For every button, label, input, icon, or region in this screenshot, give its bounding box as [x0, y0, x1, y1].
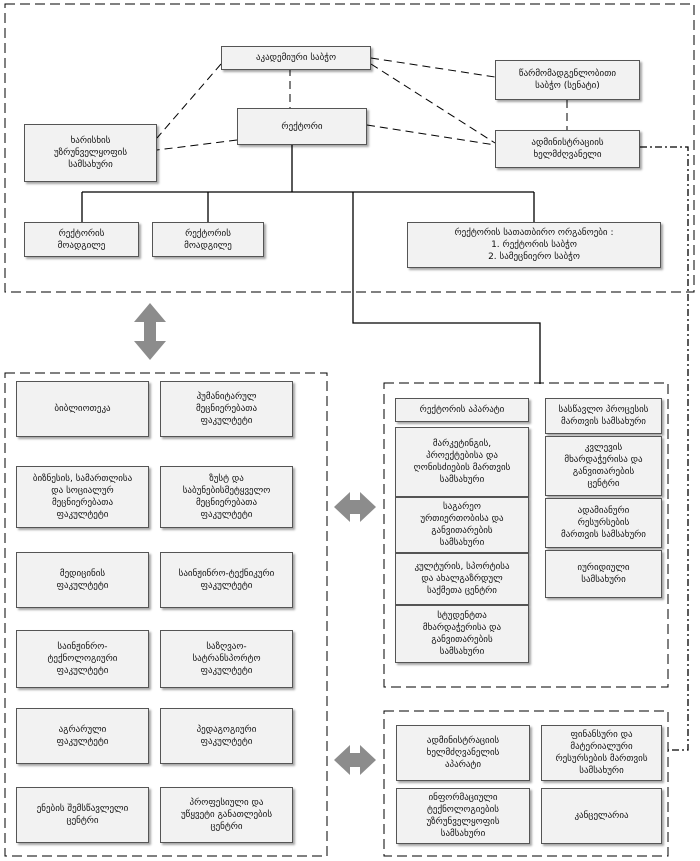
advisory-bodies-box: რექტორის სათათბირო ორგანოები : 1. რექტორ…: [407, 222, 661, 268]
admin-head-link: [640, 146, 689, 751]
rector-apparatus-item: იურიდიული სამსახური: [545, 550, 662, 598]
administrative-head-box: ადმინისტრაციის ხელმძღვანელი: [495, 130, 640, 168]
dashed-relations: [156, 57, 568, 151]
quality-assurance-box: ხარისხის უზრუნველყოფის სამსახური: [24, 124, 157, 182]
admin-apparatus-item: ინფორმაციული ტექნოლოგიების უზრუნველყოფის…: [396, 788, 530, 844]
faculty-box: ბიბლიოთეკა: [16, 381, 149, 437]
faculty-box: აგრარული ფაკულტეტი: [16, 708, 149, 764]
faculty-box: საინჟინრო- ტექნოლოგიური ფაკულტეტი: [16, 630, 149, 688]
faculty-box: ენების შემსწავლელი ცენტრი: [16, 787, 149, 843]
rector-apparatus-item: მარკეტინგის, პროექტებისა და ღონისძიების …: [395, 427, 529, 497]
admin-apparatus-item: ადმინისტრაციის ხელმძღვანელის აპარატი: [396, 725, 530, 781]
faculty-box: ზუსტ და საბუნებისმეტყველო მეცნიერებათა ფ…: [160, 466, 293, 528]
faculty-box: საზღვაო- სატრანსპორტო ფაკულტეტი: [160, 630, 293, 688]
rector-apparatus-item: სტუდენტთა მხარდაჭერისა და განვითარების ს…: [395, 605, 529, 663]
rector-box: რექტორი: [237, 108, 367, 145]
faculty-box: მედიცინის ფაკულტეტი: [16, 552, 149, 608]
faculty-box: პედაგოგიური ფაკულტეტი: [160, 708, 293, 764]
double-arrows: [134, 303, 376, 775]
top-group-frame: [4, 3, 695, 293]
admin-apparatus-item: კანცელარია: [541, 788, 662, 844]
rector-apparatus-item: საგარეო ურთიერთობისა და განვითარების სამ…: [395, 497, 529, 553]
academic-council-box: აკადემიური საბჭო: [221, 46, 371, 70]
solid-hierarchy: [81, 145, 541, 384]
admin-apparatus-item: ფინანსური და მატერიალური რესურსების მართ…: [541, 725, 662, 781]
admin-apparatus-frame: [383, 710, 669, 857]
horizontal-double-arrow-lower: [334, 745, 376, 775]
rector-apparatus-item: კვლევის მხარდაჭერისა და განვითარების ცენ…: [545, 436, 662, 496]
faculty-box: ბიზნესის, სამართლისა და სოციალურ მეცნიერ…: [16, 466, 149, 528]
rector-apparatus-item: ადამიანური რესურსების მართვის სამსახური: [545, 498, 662, 548]
rector-apparatus-item: კულტურის, სპორტისა და ახალგაზრდულ საქმეთ…: [395, 553, 529, 605]
vice-rector-box-1: რექტორის მოადგილე: [24, 222, 139, 257]
rector-apparatus-item: სასწავლო პროცესის მართვის სამსახური: [545, 398, 662, 434]
faculty-box: პროფესიული და უწყვეტი განათლების ცენტრი: [160, 787, 293, 843]
rector-apparatus-title-box: რექტორის აპარატი: [395, 398, 529, 422]
vice-rector-box-2: რექტორის მოადგილე: [152, 222, 264, 257]
faculty-box: საინჟინრო-ტექნიკური ფაკულტეტი: [160, 552, 293, 608]
representative-council-box: წარმომადგენლობითი საბჭო (სენატი): [495, 60, 640, 100]
horizontal-double-arrow-upper: [334, 492, 376, 522]
vertical-double-arrow: [134, 303, 166, 360]
faculties-group-frame: [4, 372, 328, 857]
rector-apparatus-frame: [383, 382, 669, 688]
faculty-box: ჰუმანიტარულ მეცნიერებათა ფაკულტეტი: [160, 381, 293, 437]
